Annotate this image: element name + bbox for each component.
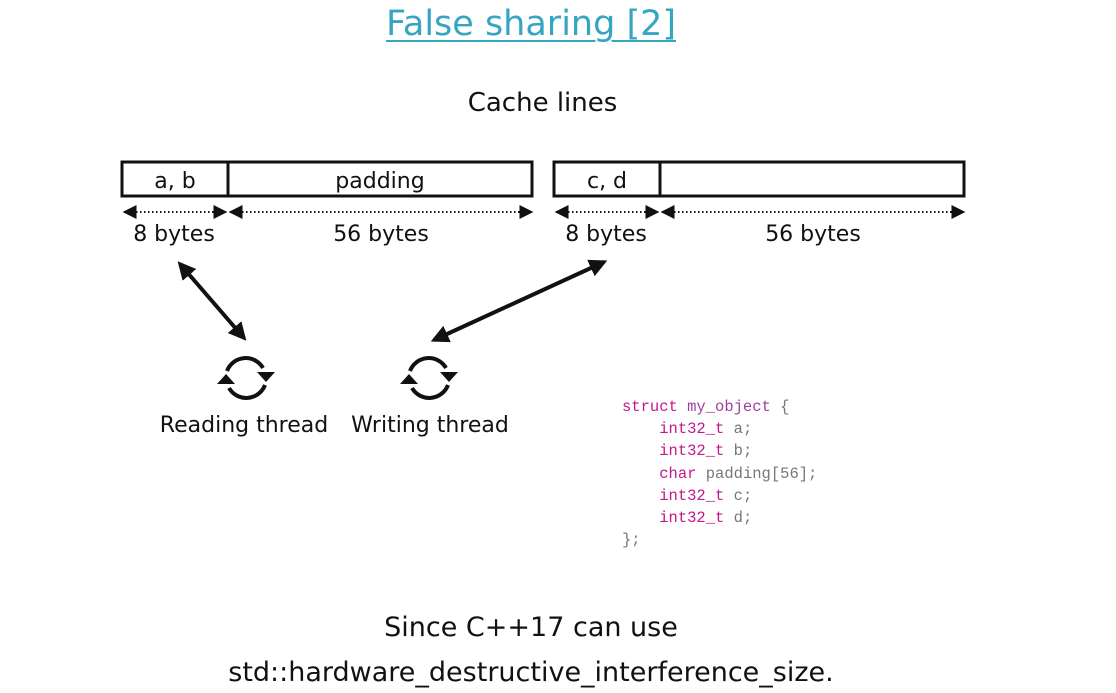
cell-c-d: c, d (587, 169, 627, 194)
code-field-decl: c; (724, 486, 753, 505)
size-label-8-bytes-1: 8 bytes (133, 222, 215, 247)
code-struct-name: my_object (687, 398, 771, 416)
code-field-type: int32_t (659, 486, 725, 505)
code-field-type: int32_t (659, 509, 725, 528)
writing-access-arrow (430, 259, 608, 343)
code-field-decl: padding[56]; (696, 464, 818, 483)
footer-line-2: std::hardware_destructive_interference_s… (228, 657, 834, 688)
code-field-decl: a; (724, 420, 753, 439)
slide-title: False sharing [2] (385, 4, 677, 44)
code-keyword-struct: struct (622, 398, 678, 416)
code-field-type: int32_t (659, 442, 725, 461)
struct-code-block: struct my_object { int32_t a; int32_t b;… (622, 396, 817, 551)
code-field-decl: b; (724, 442, 753, 461)
writing-thread-label: Writing thread (351, 413, 509, 438)
size-label-56-bytes-2: 56 bytes (765, 222, 861, 247)
code-field-decl: d; (724, 509, 753, 528)
code-field-type: char (659, 464, 697, 483)
cell-a-b: a, b (154, 169, 195, 194)
reading-access-arrow (177, 261, 247, 341)
diagram-subtitle: Cache lines (467, 88, 618, 118)
cache-line-2: c, d (552, 160, 966, 198)
size-label-8-bytes-2: 8 bytes (565, 222, 647, 247)
footer-line-1: Since C++17 can use (384, 612, 678, 643)
cache-line-1: a, b padding (120, 160, 534, 198)
code-field-type: int32_t (659, 420, 725, 439)
reading-thread-sync-icon (217, 356, 275, 400)
size-label-56-bytes-1: 56 bytes (333, 222, 429, 247)
writing-thread-sync-icon (400, 356, 458, 400)
cache-line-2-box (552, 160, 966, 198)
code-close-brace: }; (622, 531, 641, 550)
code-open-brace: { (770, 398, 790, 416)
cache-line-1-box (120, 160, 534, 198)
cell-padding: padding (335, 169, 424, 194)
reading-thread-label: Reading thread (160, 413, 328, 438)
